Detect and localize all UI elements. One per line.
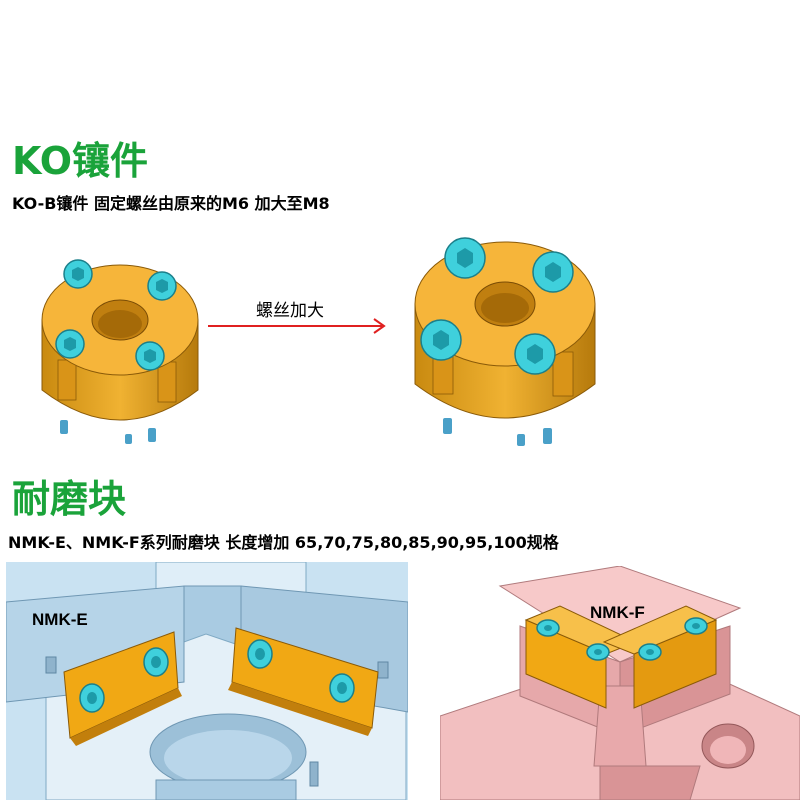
screw-icon bbox=[63, 259, 93, 289]
ko-insert-m6-image bbox=[41, 259, 199, 444]
screw-icon bbox=[514, 333, 556, 375]
nmk-f-label: NMK-F bbox=[590, 603, 645, 622]
screw-icon bbox=[329, 673, 355, 703]
wear-block-subtitle: NMK-E、NMK-F系列耐磨块 长度增加 65,70,75,80,85,90,… bbox=[8, 533, 559, 552]
screw-icon bbox=[420, 319, 462, 361]
arrow-right-icon bbox=[208, 318, 386, 334]
ko-insert-m8-image bbox=[414, 237, 596, 446]
ko-section-heading: KO镶件 bbox=[12, 139, 149, 183]
screw-icon bbox=[135, 341, 165, 371]
nmk-e-label: NMK-E bbox=[32, 610, 88, 629]
arrow-label: 螺丝加大 bbox=[256, 301, 324, 321]
screw-icon bbox=[638, 643, 662, 661]
screw-icon bbox=[143, 647, 169, 677]
screw-icon bbox=[247, 639, 273, 669]
screw-icon bbox=[532, 251, 574, 293]
nmk-f-image bbox=[440, 566, 800, 800]
nmk-e-image bbox=[6, 562, 408, 800]
screw-icon bbox=[586, 643, 610, 661]
ko-section-subtitle: KO-B镶件 固定螺丝由原来的M6 加大至M8 bbox=[12, 194, 330, 213]
screw-icon bbox=[79, 683, 105, 713]
screw-icon bbox=[684, 617, 708, 635]
screw-icon bbox=[55, 329, 85, 359]
wear-block-heading: 耐磨块 bbox=[12, 477, 127, 521]
screw-icon bbox=[444, 237, 486, 279]
screw-icon bbox=[536, 619, 560, 637]
screw-icon bbox=[147, 271, 177, 301]
